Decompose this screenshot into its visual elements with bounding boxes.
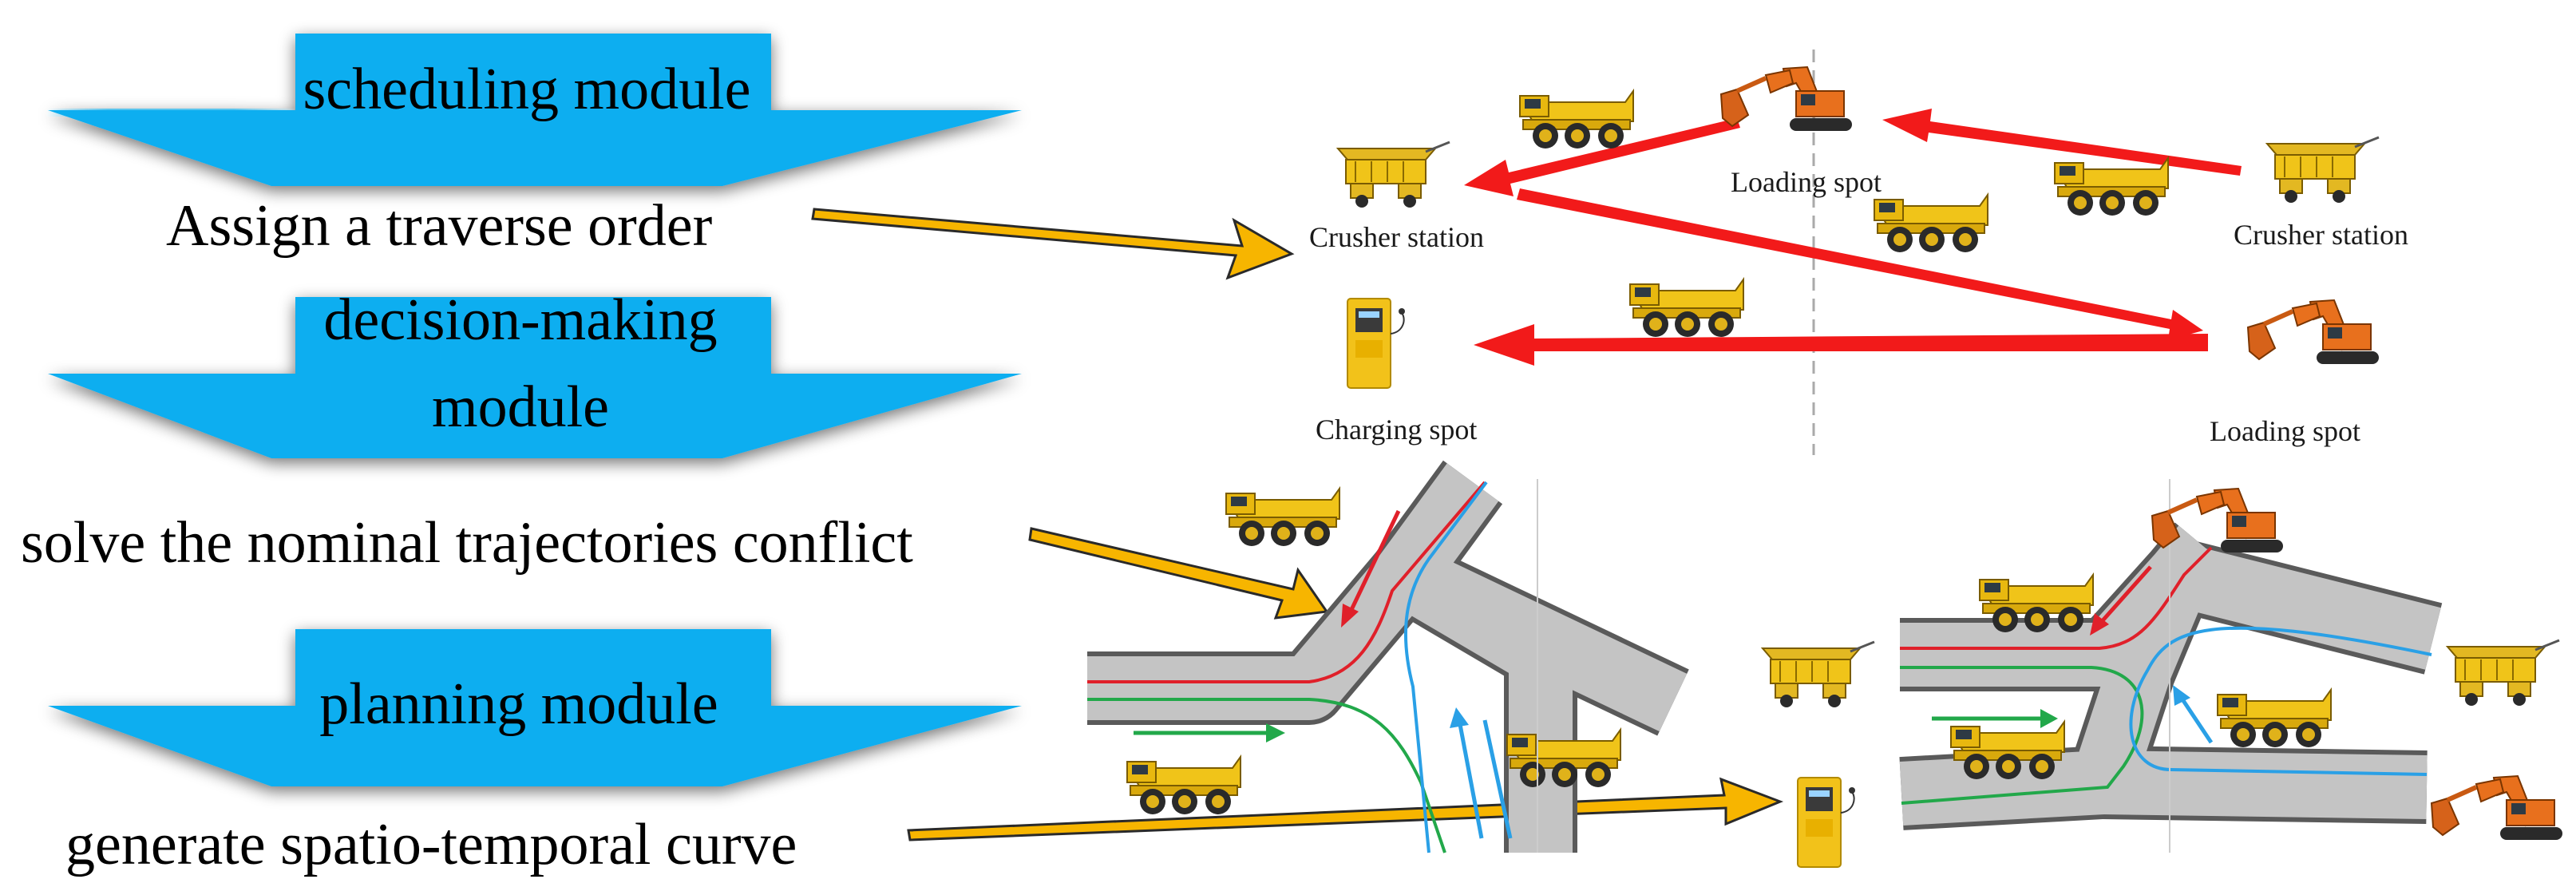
pointer-arrow-planning	[907, 777, 1784, 842]
dump-truck-icon	[1979, 574, 2094, 633]
crusher-icon	[1761, 640, 1876, 709]
excavator-icon	[2248, 300, 2379, 364]
route-arrow-loading-to-crusher	[1464, 118, 1740, 196]
route-arrow-crusher-to-loading	[1517, 188, 2203, 340]
label-charging-spot: Charging spot	[1316, 414, 1477, 446]
route-arrow-loading-to-charging	[1474, 324, 2208, 366]
conflict-scene	[1087, 460, 1689, 853]
excavator-icon	[2432, 776, 2562, 840]
dump-truck-icon	[1874, 194, 1988, 253]
direction-arrow-blue	[1482, 719, 1513, 839]
dump-truck-icon	[2054, 157, 2169, 216]
direction-arrowhead-green	[2040, 709, 2058, 728]
direction-arrowhead-red	[1341, 604, 1359, 628]
crusher-icon	[2265, 136, 2380, 204]
dump-truck-icon	[2217, 689, 2332, 748]
pointer-arrow-scheduling	[811, 208, 1295, 280]
scheduling-module-description: Assign a traverse order	[166, 193, 712, 259]
label-crusher-station-right: Crusher station	[2234, 219, 2408, 251]
planned-curve-red	[1900, 546, 2213, 650]
planned-curve-blue	[2129, 626, 2432, 776]
direction-arrowhead-blue	[1450, 707, 1469, 728]
planning-module-description: generate spatio-temporal curve	[65, 812, 797, 877]
direction-arrowhead-green	[1266, 723, 1285, 742]
trajectory-red	[1087, 481, 1486, 683]
label-loading-spot-top: Loading spot	[1731, 166, 1882, 198]
direction-arrow-red	[2096, 565, 2152, 628]
crusher-icon	[2446, 639, 2561, 707]
excavator-icon	[1721, 67, 1852, 131]
label-crusher-station-left: Crusher station	[1309, 221, 1484, 253]
module-stack: scheduling module Assign a traverse orde…	[21, 34, 1022, 877]
trajectory-blue	[1403, 481, 1488, 853]
decision-making-module-title-line1: decision-making	[323, 287, 717, 353]
pointer-arrows	[811, 208, 1784, 842]
dump-truck-icon	[1225, 488, 1340, 547]
scheduling-module-title: scheduling module	[303, 57, 750, 122]
scheduling-module-banner	[46, 34, 1022, 186]
road-surface	[1087, 463, 1688, 853]
crusher-icon	[1336, 141, 1451, 209]
trajectory-green	[1087, 698, 1446, 853]
planning-scene	[1761, 479, 2562, 876]
planning-module-title: planning module	[319, 671, 718, 737]
decision-making-module-description: solve the nominal trajectories conflict	[21, 510, 913, 576]
dump-truck-icon	[1126, 756, 1241, 815]
direction-arrow-red	[1347, 509, 1401, 616]
pointer-arrow-decision	[1028, 527, 1329, 620]
charging-station-icon	[1337, 291, 1419, 397]
direction-arrow-blue	[1457, 719, 1484, 839]
direction-arrowhead-blue	[2173, 685, 2190, 706]
planned-curve-green	[1900, 666, 2144, 805]
route-arrows	[1464, 109, 2242, 366]
decision-making-module-title-line2: module	[432, 374, 609, 440]
dump-truck-icon	[1950, 721, 2065, 780]
charging-station-icon	[1787, 770, 1869, 876]
direction-arrow-blue	[2177, 693, 2214, 744]
dump-truck-icon	[1629, 279, 1744, 338]
direction-arrowhead-red	[2090, 613, 2109, 636]
decision-making-module-banner	[48, 297, 1022, 458]
dump-truck-icon	[1519, 90, 1634, 149]
planning-module-banner	[48, 629, 1022, 786]
route-arrow-crusher-right-to-loading	[1882, 109, 2242, 176]
label-loading-spot-bottom: Loading spot	[2210, 415, 2360, 447]
scheduling-map: Crusher station Loading spot Crusher sta…	[1309, 50, 2408, 455]
road-surface-planning	[1899, 525, 2441, 826]
